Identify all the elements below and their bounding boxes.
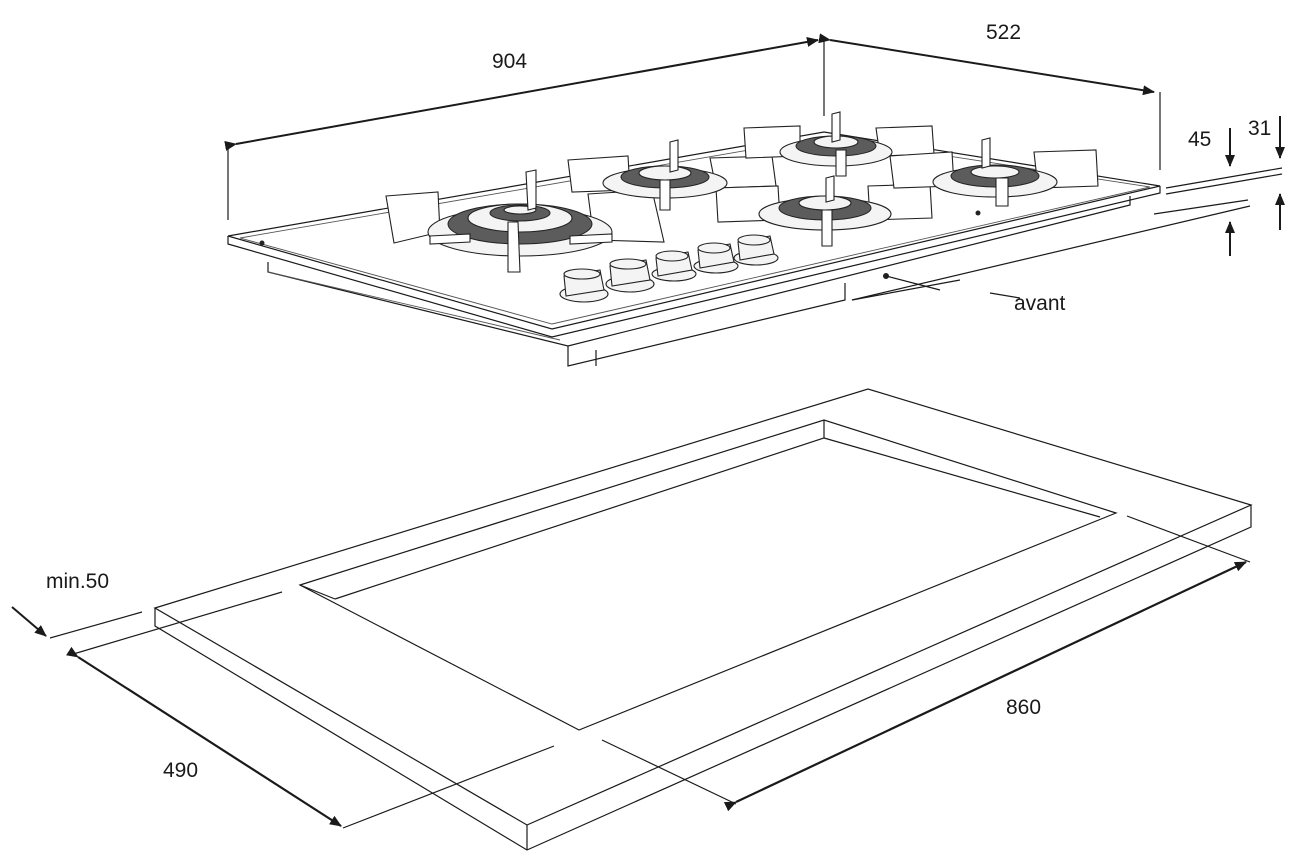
dim-min50-label: min.50 <box>46 570 109 593</box>
front-label: avant <box>1014 292 1066 315</box>
dim-860-label: 860 <box>1006 696 1041 719</box>
dim-45-label: 45 <box>1188 128 1211 151</box>
dim-31-label: 31 <box>1248 117 1271 140</box>
worktop <box>153 388 1253 851</box>
dim-904-label: 904 <box>492 50 527 73</box>
worktop-cutout <box>298 419 1118 731</box>
knob-1 <box>559 268 609 303</box>
dimension-min-margin: min.50 <box>11 570 143 639</box>
burner-front-left <box>427 169 613 273</box>
knob-2 <box>605 258 655 293</box>
burner-right <box>932 137 1058 207</box>
knob-4 <box>693 242 739 274</box>
dim-490-label: 490 <box>163 759 198 782</box>
hob <box>227 111 1161 367</box>
dimension-hob-height: 45 31 <box>851 116 1285 301</box>
hob-body <box>267 196 1131 367</box>
control-knobs <box>559 234 779 303</box>
burner-front-middle <box>758 175 892 247</box>
burner-middle-left <box>602 139 728 211</box>
dimension-hob-width: 904 <box>224 37 825 220</box>
front-pointer <box>851 275 1021 301</box>
dim-522-label: 522 <box>986 21 1021 44</box>
dimension-cutout-depth: 490 <box>66 591 555 829</box>
knob-3 <box>651 250 697 282</box>
dimension-hob-depth: 522 <box>818 21 1161 170</box>
dimension-cutout-width: 860 <box>601 515 1251 812</box>
knob-5 <box>733 234 779 266</box>
burner-back-middle <box>779 111 893 177</box>
